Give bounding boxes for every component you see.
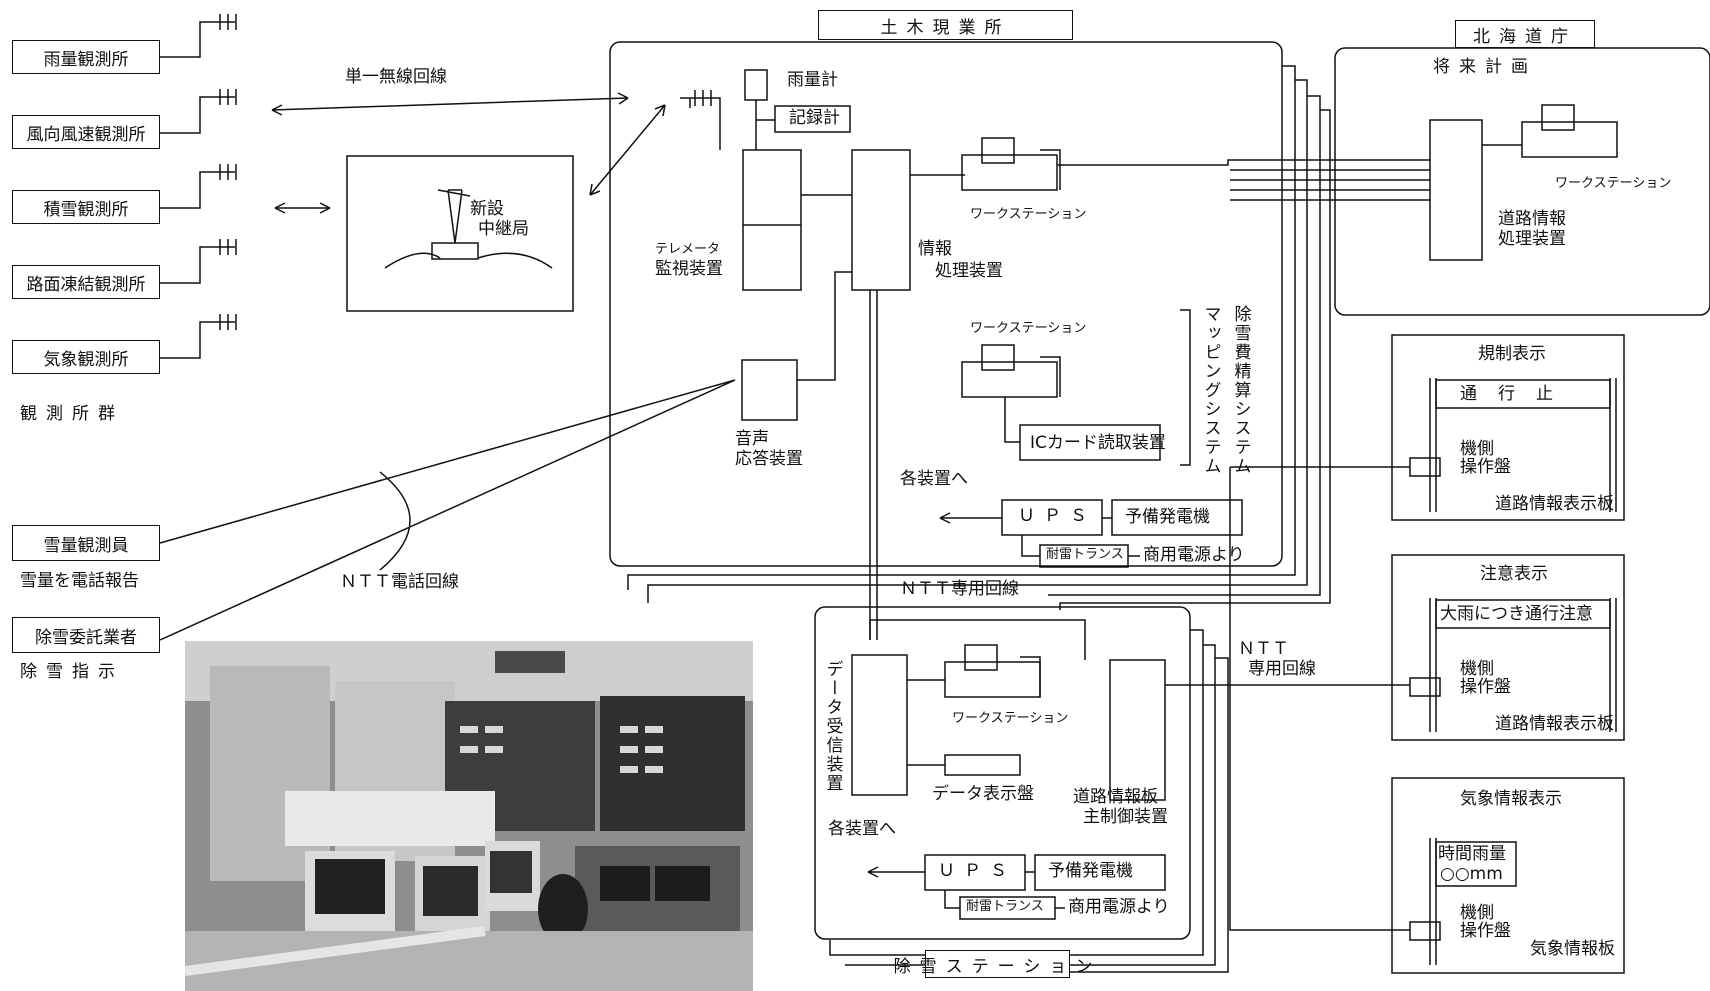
hokkaido-workstation-label: ワークステーション: [1555, 177, 1671, 192]
hokkaido-title-text: 北海道庁: [1473, 22, 1577, 47]
sign-3-caption: 気象情報板: [1530, 940, 1615, 960]
snow-lightning-label: 耐雷トランス: [966, 900, 1044, 915]
control-room-photo: [185, 641, 753, 991]
snow-observer-label: 雪量観測員: [44, 531, 129, 556]
sign-1-message: 通 行 止: [1460, 385, 1555, 405]
office-lightning-label: 耐雷トランス: [1046, 548, 1124, 563]
road-info-proc-label-1: 道路情報: [1498, 210, 1566, 230]
office-title: 土木現業所: [818, 10, 1073, 40]
snow-observer: 雪量観測員: [12, 525, 160, 561]
station-rain-label: 雨量観測所: [44, 45, 129, 70]
station-snow-label: 積雪観測所: [44, 195, 129, 220]
station-rain: 雨量観測所: [12, 40, 160, 74]
control-room-photo-art: [185, 641, 753, 991]
data-display-label: データ表示盤: [932, 785, 1034, 805]
snow-commercial-power-label: 商用電源より: [1068, 898, 1170, 918]
snow-ntt-label-1: ＮＴＴ: [1238, 640, 1289, 660]
snow-to-devices-label: 各装置へ: [828, 820, 896, 840]
data-receiver-label: データ受信装置: [822, 660, 842, 810]
sign-2-panel-2: 操作盤: [1460, 678, 1511, 698]
contractor-label: 除雪委託業者: [35, 623, 137, 648]
station-road-freeze: 路面凍結観測所: [12, 265, 160, 299]
station-wind-label: 風向風速観測所: [27, 120, 146, 145]
snow-station-title: 除雪ステーション: [925, 950, 1070, 978]
radio-line-label: 単一無線回線: [345, 68, 447, 88]
ntt-dedicated-label: ＮＴＴ専用回線: [900, 580, 1019, 600]
station-road-freeze-label: 路面凍結観測所: [27, 270, 146, 295]
info-proc-label-1: 情報: [918, 240, 952, 260]
road-info-proc-label-2: 処理装置: [1498, 230, 1566, 250]
sign-3-panel-2: 操作盤: [1460, 922, 1511, 942]
office-ups-label: ＵＰＳ: [1018, 507, 1096, 527]
office-generator-label: 予備発電機: [1125, 508, 1210, 528]
voice-label-1: 音声: [735, 430, 769, 450]
sign-1-title: 規制表示: [1478, 345, 1546, 365]
sign-3-message-2: ○○mm: [1440, 865, 1503, 885]
station-snow: 積雪観測所: [12, 190, 160, 224]
mapping-system-label: 除雪費精算システム: [1230, 305, 1250, 485]
station-wind: 風向風速観測所: [12, 115, 160, 149]
sign-3-message: 時間雨量: [1438, 845, 1506, 865]
road-board-label-1: 道路情報板: [1073, 788, 1158, 808]
station-weather: 気象観測所: [12, 340, 160, 374]
snow-workstation-label: ワークステーション: [952, 712, 1068, 727]
office-title-text: 土木現業所: [881, 13, 1011, 38]
recorder-label: 記録計: [789, 109, 840, 129]
road-board-label-2: 主制御装置: [1083, 808, 1168, 828]
station-group-label: 観測所群: [20, 405, 124, 425]
ic-card-label: ICカード読取装置: [1030, 434, 1166, 454]
station-weather-label: 気象観測所: [44, 345, 129, 370]
workstation-label-2: ワークステーション: [970, 322, 1086, 337]
voice-label-2: 応答装置: [735, 450, 803, 470]
sign-2-message: 大雨につき通行注意: [1440, 605, 1593, 625]
office-commercial-power-label: 商用電源より: [1143, 546, 1245, 566]
sign-1-caption: 道路情報表示板: [1495, 495, 1614, 515]
telemeter-label-2: 監視装置: [655, 260, 723, 280]
info-proc-label-2: 処理装置: [935, 262, 1003, 282]
future-plan-label: 将来計画: [1433, 58, 1537, 78]
contractor-note: 除雪指示: [20, 663, 124, 683]
workstation-label-1: ワークステーション: [970, 208, 1086, 223]
ntt-phone-line-label: ＮＴＴ電話回線: [340, 573, 459, 593]
sign-1-panel-2: 操作盤: [1460, 458, 1511, 478]
sign-3-title: 気象情報表示: [1460, 790, 1562, 810]
snow-station-title-text: 除雪ステーション: [894, 952, 1102, 977]
snow-ntt-label-2: 専用回線: [1248, 660, 1316, 680]
sign-2-title: 注意表示: [1480, 565, 1548, 585]
office-to-devices-label: 各装置へ: [900, 470, 968, 490]
rain-gauge-label: 雨量計: [787, 71, 838, 91]
relay-label-1: 新設: [470, 200, 504, 220]
sign-2-caption: 道路情報表示板: [1495, 715, 1614, 735]
telemeter-label-1: テレメータ: [655, 243, 720, 258]
relay-label-2: 中継局: [478, 220, 529, 240]
snow-observer-note: 雪量を電話報告: [20, 572, 139, 592]
snow-generator-label: 予備発電機: [1048, 862, 1133, 882]
hokkaido-title: 北海道庁: [1455, 20, 1595, 48]
contractor: 除雪委託業者: [12, 617, 160, 653]
snow-ups-label: ＵＰＳ: [938, 862, 1016, 882]
mapping-system-label-2: マッピングシステム: [1200, 305, 1220, 485]
